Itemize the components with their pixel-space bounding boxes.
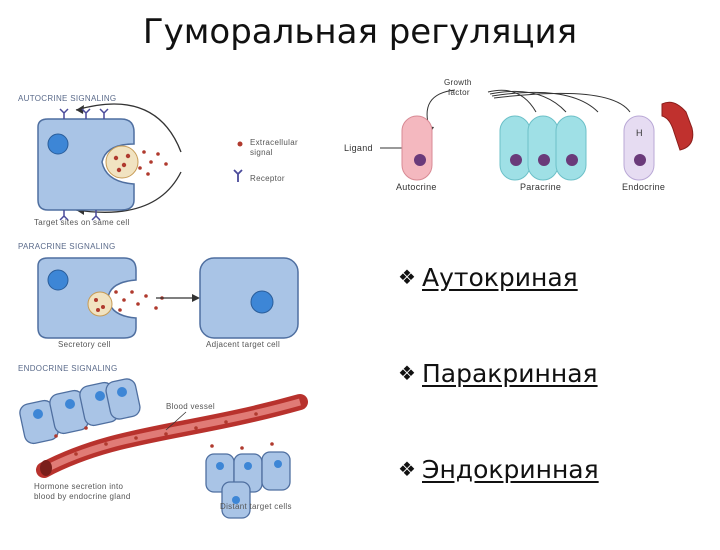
autocrine-panel: AUTOCRINE SIGNALING Extracellular signal… — [16, 92, 316, 232]
extracellular-signal-label-2: signal — [250, 148, 273, 157]
paracrine-panel: PARACRINE SIGNALING Secretory cell Adjac… — [16, 240, 316, 350]
hormone-letter: H — [636, 128, 643, 138]
diamond-bullet-icon: ❖ — [398, 361, 422, 385]
endocrine-label: Endocrine — [622, 182, 665, 192]
extracellular-signal-label-1: Extracellular — [250, 138, 298, 147]
page-title: Гуморальная регуляция — [0, 12, 720, 52]
endocrine-panel: ENDOCRINE SIGNALING Blood vessel Hormone… — [16, 362, 316, 522]
receptor-label: Receptor — [250, 174, 285, 183]
growth-factor-label-2: factor — [448, 88, 470, 97]
autocrine-diagram — [16, 92, 316, 232]
diamond-bullet-icon: ❖ — [398, 457, 422, 481]
paracrine-label: Paracrine — [520, 182, 561, 192]
distant-target-caption: Distant target cells — [220, 502, 292, 511]
secretory-cell-caption: Secretory cell — [58, 340, 111, 349]
signaling-types-list: ❖ Аутокриная ❖ Паракринная ❖ Эндокринная — [398, 262, 599, 550]
list-item: ❖ Эндокринная — [398, 454, 599, 484]
bullet-text-paracrine[interactable]: Паракринная — [422, 359, 598, 388]
list-item: ❖ Аутокриная — [398, 262, 599, 292]
adjacent-target-caption: Adjacent target cell — [206, 340, 280, 349]
signaling-types-panel: Growth factor Ligand Autocrine Paracrine… — [340, 72, 710, 222]
list-item: ❖ Паракринная — [398, 358, 599, 388]
blood-vessel-label: Blood vessel — [166, 402, 215, 411]
bullet-text-autocrine[interactable]: Аутокриная — [422, 263, 578, 292]
growth-factor-label-1: Growth — [444, 78, 472, 87]
autocrine-label: Autocrine — [396, 182, 437, 192]
paracrine-diagram — [16, 240, 316, 350]
autocrine-caption: Target sites on same cell — [34, 218, 130, 227]
ligand-label: Ligand — [344, 143, 373, 153]
diamond-bullet-icon: ❖ — [398, 265, 422, 289]
bullet-text-endocrine[interactable]: Эндокринная — [422, 455, 599, 484]
signaling-types-diagram — [340, 72, 710, 222]
hormone-secretion-caption-1: Hormone secretion into — [34, 482, 123, 491]
hormone-secretion-caption-2: blood by endocrine gland — [34, 492, 131, 501]
